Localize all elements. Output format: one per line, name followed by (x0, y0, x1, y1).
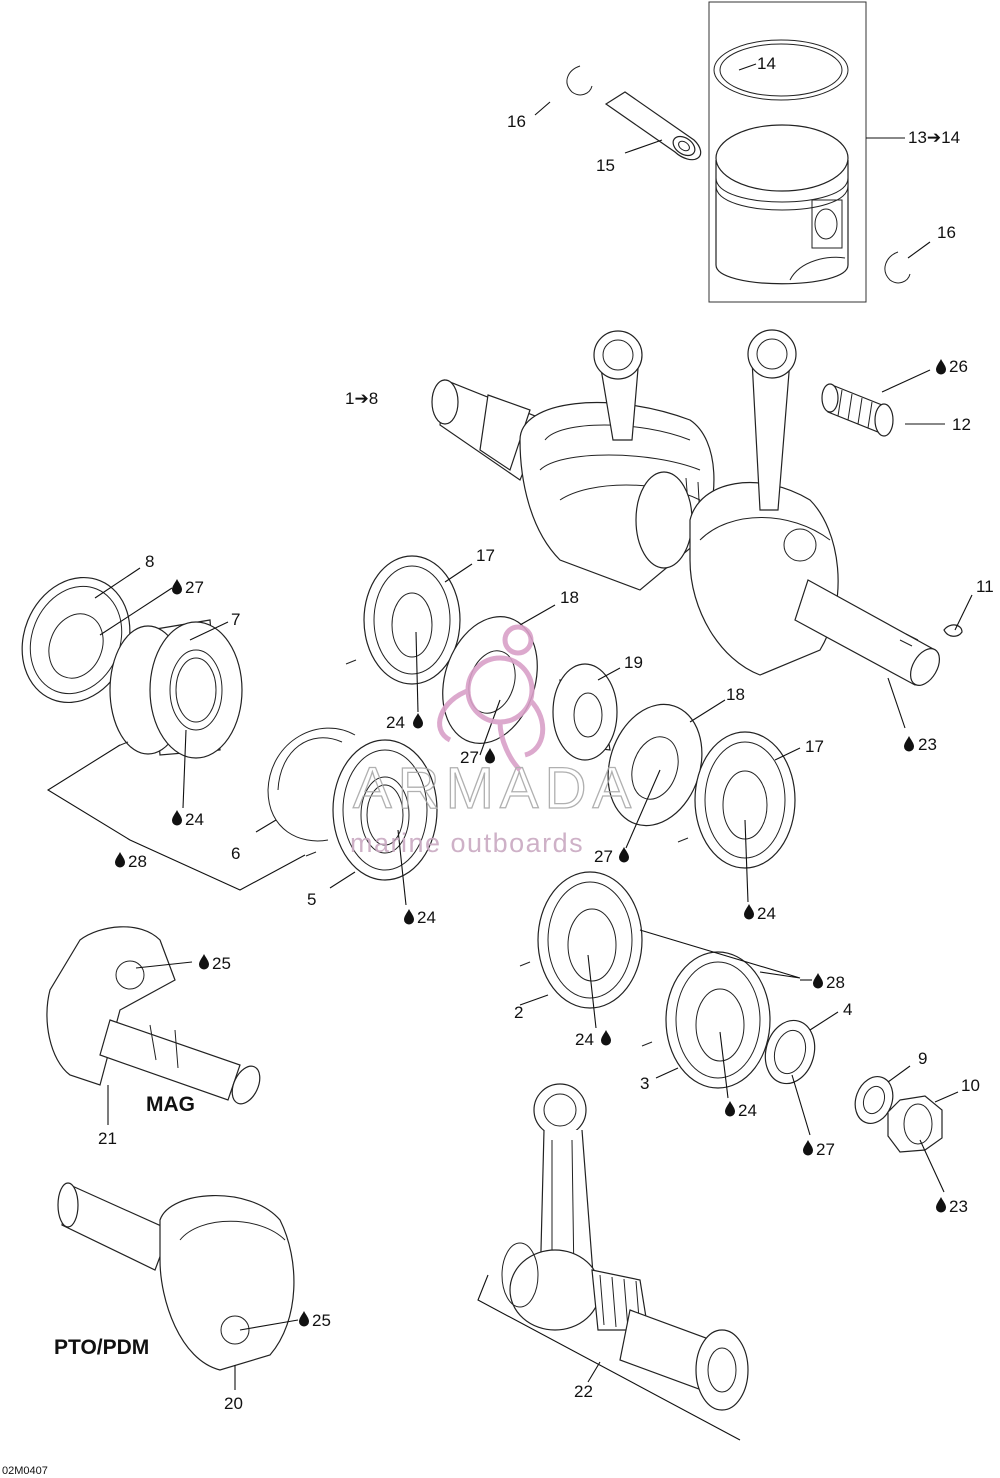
callout-27-ring: 27 (460, 748, 479, 767)
callout-26: 26 (949, 357, 968, 376)
piston-assembly-group (708, 1, 867, 303)
callout-22: 22 (574, 1382, 593, 1401)
callout-17-left: 17 (476, 546, 495, 565)
callout-24-bearing17r: 24 (757, 904, 776, 923)
callout-12: 12 (952, 415, 971, 434)
callout-24-bearing17: 24 (386, 713, 405, 732)
callout-28-left: 28 (128, 852, 147, 871)
ball-bearing-3 (665, 951, 771, 1089)
woodruff-key (943, 624, 963, 637)
callout-2: 2 (514, 1003, 523, 1022)
callout-21: 21 (98, 1129, 117, 1148)
needle-bearing-12 (821, 383, 894, 437)
ball-bearing-2 (537, 871, 643, 1009)
distance-ring-18-left (442, 616, 538, 744)
callout-24-bearing2: 24 (575, 1030, 594, 1049)
watermark-logo-mark (437, 624, 546, 772)
piston-assembly-box (708, 1, 867, 303)
callout-3: 3 (640, 1074, 649, 1093)
callout-10: 10 (961, 1076, 980, 1095)
callout-20: 20 (224, 1394, 243, 1413)
ball-bearing-7 (109, 619, 243, 759)
armada-watermark: ARMADA marine outboards (350, 624, 637, 858)
figure-code: 02M0407 (2, 1465, 48, 1477)
callout-18-right: 18 (726, 685, 745, 704)
dowel-pins (117, 659, 689, 1047)
circlip-side (884, 251, 911, 284)
piston-ring (713, 39, 849, 101)
callout-27-ring-right: 27 (594, 847, 613, 866)
circlip-top (566, 65, 593, 96)
piston (715, 124, 849, 285)
leader-lines (46, 63, 973, 1441)
watermark-tagline: marine outboards (350, 828, 584, 858)
oil-seal-4 (764, 1019, 816, 1085)
callout-labels: 14 13➔14 16 15 16 1➔8 26 12 11 23 8 27 7… (2, 54, 994, 1477)
callout-7: 7 (231, 610, 240, 629)
callout-28-right: 28 (826, 973, 845, 992)
callout-13-14: 13➔14 (908, 128, 960, 147)
callout-14: 14 (757, 54, 776, 73)
washer-9 (854, 1076, 894, 1124)
retaining-ring-6 (267, 727, 356, 842)
callout-18-left: 18 (560, 588, 579, 607)
callout-4: 4 (843, 1000, 852, 1019)
ball-bearing-17-left (363, 555, 461, 685)
ball-bearing-5 (332, 739, 438, 881)
callout-8: 8 (145, 552, 154, 571)
callout-27-seal: 27 (185, 578, 204, 597)
piston-pin (604, 91, 702, 161)
callout-23-shaft: 23 (918, 735, 937, 754)
callout-19: 19 (624, 653, 643, 672)
watermark-brand: ARMADA (353, 756, 637, 821)
connecting-rod-22 (501, 1083, 749, 1411)
crankshaft-assembly (431, 329, 941, 686)
ball-bearing-17-right (694, 731, 796, 869)
callout-5: 5 (307, 890, 316, 909)
callout-24-bearing7: 24 (185, 810, 204, 829)
drive-gear-19 (552, 663, 618, 761)
callout-23-nut: 23 (949, 1197, 968, 1216)
callout-27-seal4: 27 (816, 1140, 835, 1159)
callout-1-8: 1➔8 (345, 389, 378, 408)
callout-9: 9 (918, 1049, 927, 1068)
callout-15: 15 (596, 156, 615, 175)
callout-25-pto: 25 (312, 1311, 331, 1330)
pto-side-label: PTO/PDM (54, 1336, 149, 1359)
callout-24-bearing5: 24 (417, 908, 436, 927)
callout-24-bearing3: 24 (738, 1101, 757, 1120)
callout-25-mag: 25 (212, 954, 231, 973)
callout-16-side: 16 (937, 223, 956, 242)
callout-16-top: 16 (507, 112, 526, 131)
nut-10 (887, 1095, 943, 1153)
callout-6: 6 (231, 844, 240, 863)
callout-17-right: 17 (805, 737, 824, 756)
mag-side-label: MAG (146, 1093, 195, 1116)
callout-11: 11 (976, 577, 994, 596)
crank-half-mag-21 (46, 926, 261, 1105)
